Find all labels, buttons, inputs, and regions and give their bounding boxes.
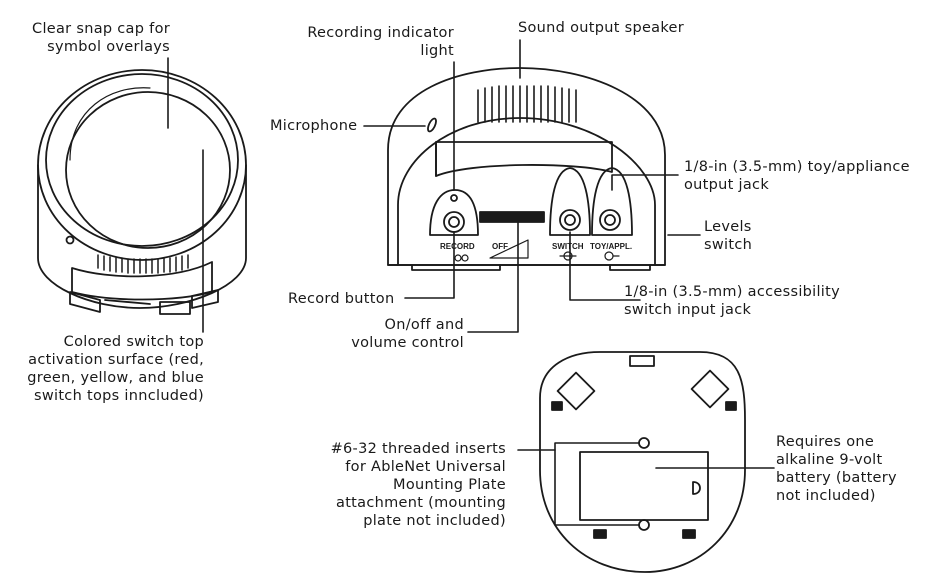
label-line: alkaline 9-volt xyxy=(776,452,883,468)
label-battery: Requires one alkaline 9-volt battery (ba… xyxy=(776,433,897,505)
label-line: switch input jack xyxy=(624,302,752,318)
label-line: battery (battery xyxy=(776,470,897,486)
label-line: Colored switch top xyxy=(63,334,204,350)
label-line: Levels xyxy=(704,219,752,235)
label-line: On/off and xyxy=(384,317,464,333)
label-line: symbol overlays xyxy=(47,39,170,55)
label-line: Recording indicator xyxy=(307,25,454,41)
panel-off-text: OFF xyxy=(492,242,508,251)
label-levels: Levels switch xyxy=(704,218,752,254)
label-speaker: Sound output speaker xyxy=(518,19,684,37)
label-line: Microphone xyxy=(270,118,358,134)
label-line: 1/8-in (3.5-mm) accessibility xyxy=(624,284,841,300)
label-line: green, yellow, and blue xyxy=(27,370,204,386)
label-line: output jack xyxy=(684,177,770,193)
label-line: activation surface (red, xyxy=(28,352,204,368)
label-line: 1/8-in (3.5-mm) toy/appliance xyxy=(684,159,910,175)
label-line: light xyxy=(420,43,454,59)
label-line: volume control xyxy=(351,335,464,351)
label-line: plate not included) xyxy=(363,513,506,529)
label-inserts: #6-32 threaded inserts for AbleNet Unive… xyxy=(320,440,506,530)
label-microphone: Microphone xyxy=(270,117,357,135)
label-access-jack: 1/8-in (3.5-mm) accessibility switch inp… xyxy=(624,283,840,319)
leader-lines xyxy=(167,39,775,526)
label-onoff: On/off and volume control xyxy=(330,316,464,352)
label-line: not included) xyxy=(776,488,876,504)
label-line: Requires one xyxy=(776,434,875,450)
label-line: attachment (mounting xyxy=(336,495,506,511)
switch-top-view xyxy=(37,69,247,315)
panel-toy-text: TOY/APPL. xyxy=(590,242,632,251)
panel-record-text: RECORD xyxy=(440,242,475,251)
label-switch-top: Colored switch top activation surface (r… xyxy=(14,333,204,405)
label-toy-jack: 1/8-in (3.5-mm) toy/appliance output jac… xyxy=(684,158,910,194)
label-line: Sound output speaker xyxy=(518,20,685,36)
switch-bottom-view xyxy=(539,351,746,573)
label-snap-cap: Clear snap cap for symbol overlays xyxy=(10,20,170,56)
label-line: Clear snap cap for xyxy=(32,21,170,37)
label-line: switch xyxy=(704,237,753,253)
switch-back-view xyxy=(387,67,666,271)
label-recording-light: Recording indicator light xyxy=(280,24,454,60)
label-line: for AbleNet Universal xyxy=(345,459,506,475)
label-line: #6-32 threaded inserts xyxy=(330,441,506,457)
label-line: switch tops inncluded) xyxy=(33,388,204,404)
label-line: Record button xyxy=(288,291,395,307)
label-record-button: Record button xyxy=(288,290,394,308)
panel-switch-text: SWITCH xyxy=(552,242,584,251)
label-line: Mounting Plate xyxy=(393,477,506,493)
